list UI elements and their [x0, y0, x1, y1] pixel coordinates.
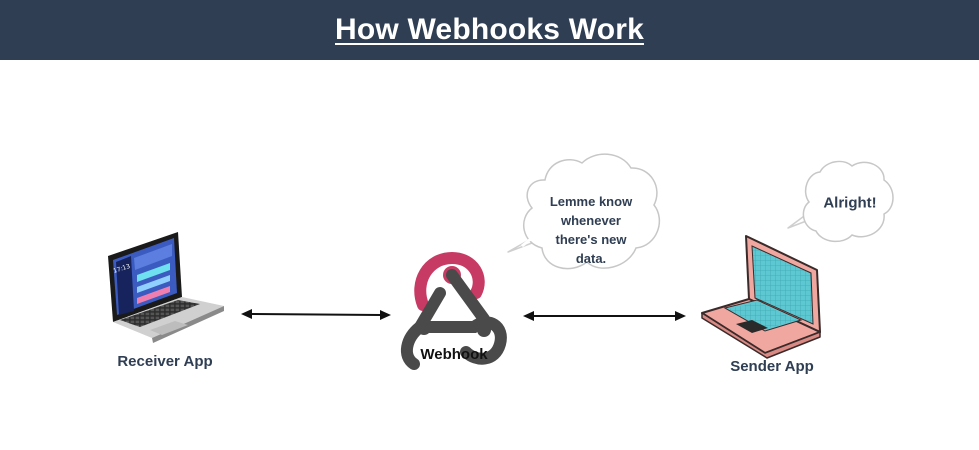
header-bar: How Webhooks Work — [0, 0, 979, 60]
double-arrow-icon — [523, 311, 686, 321]
reply-bubble-text: Alright! — [823, 194, 877, 212]
sender-laptop-icon — [701, 235, 821, 359]
request-bubble-text: Lemme know whenever there's new data. — [550, 192, 632, 268]
request-line: data. — [575, 251, 607, 266]
speech-bubble-icon — [507, 153, 661, 270]
webhook-label: Webhook — [420, 346, 488, 363]
request-line: there's new — [555, 232, 627, 247]
sender-app-label: Sender App — [730, 358, 814, 375]
page-title: How Webhooks Work — [335, 13, 644, 46]
receiver-app-label: Receiver App — [117, 353, 213, 370]
double-arrow-icon — [241, 309, 391, 320]
request-line: Lemme know — [549, 194, 633, 209]
request-line: whenever — [561, 213, 621, 228]
speech-bubble-icon — [787, 160, 894, 243]
webhook-logo-icon — [400, 251, 507, 370]
receiver-laptop-icon: 17:13 — [108, 232, 224, 343]
